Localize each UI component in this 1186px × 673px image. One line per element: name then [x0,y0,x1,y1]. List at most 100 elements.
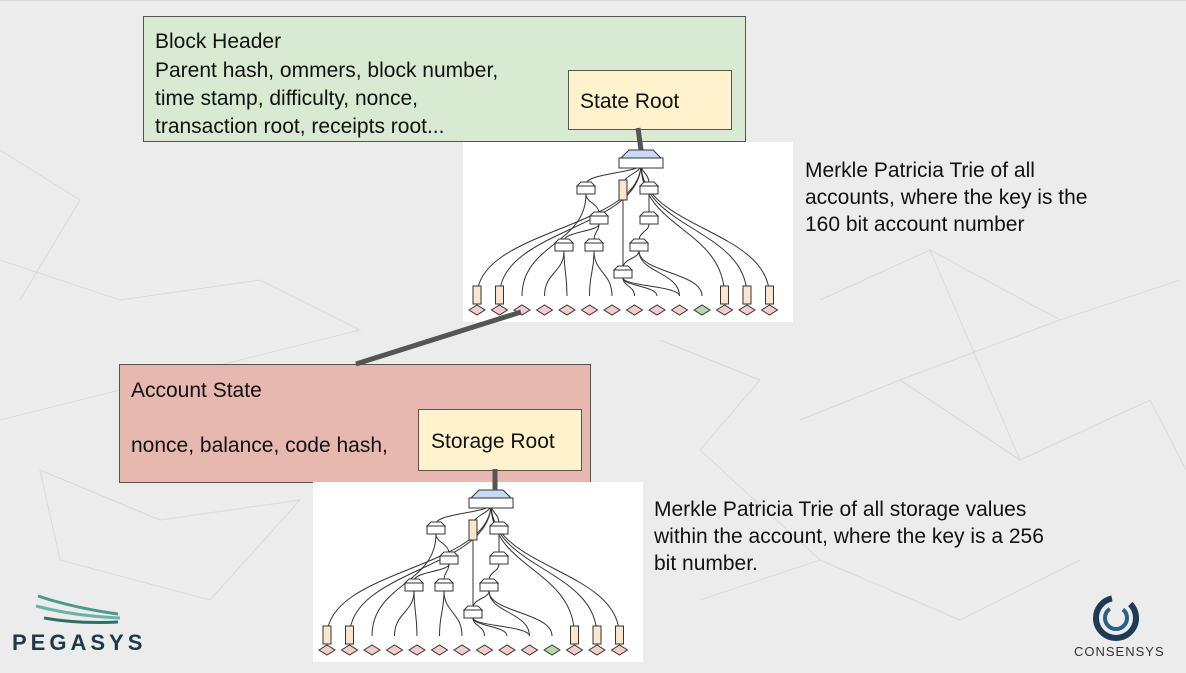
trie-leaf-node [475,644,494,656]
trie-leaf-node [580,304,599,316]
trie-edge [488,590,553,637]
trie-leaf-node [363,644,381,656]
trie-root-node [619,149,663,159]
trie-edge [638,250,703,297]
trie-edge [394,590,415,637]
trie-edge [472,617,530,637]
state-root-box: State Root [568,70,732,130]
storage-root-box: Storage Root [418,409,582,471]
trie-edge [488,563,500,582]
trie-leaf-node [468,304,486,316]
trie-branch-node [433,578,455,584]
trie-branch-node [478,578,500,584]
trie-leaf-node [385,644,404,656]
storage-trie-desc-line3: bit number. [654,552,758,575]
trie-branch-slots [584,242,604,252]
trie-branch-slots [404,582,424,592]
trie-edge [593,250,613,297]
trie-leaf-box [322,625,332,645]
trie-root-slots [618,157,664,169]
pegasys-wordmark: PEGASYS [12,630,147,655]
trie-leaf-node [670,304,689,316]
trie-leaf-node [558,304,576,316]
trie-branch-node [575,181,597,187]
pegasys-logo: PEGASYS [12,590,152,660]
trie-root-slots [468,497,514,509]
trie-leaf-node [340,644,359,656]
trie-branch-slots [613,269,633,279]
trie-leaf-box [765,285,774,305]
trie-extension-node [468,519,478,541]
trie-leaf-node [520,644,539,656]
block-header-title: Block Header [155,30,282,53]
trie-leaf-box [570,625,579,645]
trie-leaf-node [543,644,561,656]
trie-leaf-box [742,285,752,305]
trie-leaf-node [535,304,554,316]
trie-leaf-box [720,285,729,305]
trie-edge [622,250,640,269]
block-header-fields-line1: Parent hash, ommers, block number, [155,59,499,82]
trie-root-node [469,489,513,499]
trie-leaf-node [648,304,666,316]
trie-edge [490,503,620,637]
trie-edge [622,277,658,297]
trie-leaf-box [592,625,602,645]
trie-edge [544,250,565,297]
trie-branch-slots [479,582,499,592]
trie-leaf-node [760,304,779,316]
trie-edge [439,590,445,637]
trie-leaf-box [615,625,624,645]
trie-edge [638,250,680,297]
storage-trie-description: Merkle Patricia Trie of all storage valu… [654,496,1104,577]
trie-edge [435,533,450,555]
trie-edge [563,250,568,297]
storage-trie-desc-line2: within the account, where the key is a 2… [654,525,1044,548]
trie-leaf-box [472,285,482,305]
trie-edge [589,250,595,297]
trie-edge [488,590,530,637]
trie-edge [476,163,642,297]
trie-branch-slots [639,185,659,195]
trie-branch-slots [639,215,659,225]
accounts-trie [463,142,793,322]
trie-edge [585,193,600,215]
trie-edge [521,193,587,297]
accounts-trie-description: Merkle Patricia Trie of all accounts, wh… [805,157,1135,238]
trie-edge [472,590,490,609]
trie-leaf-node [430,644,449,656]
consensys-swirl-icon [1093,595,1139,641]
account-state-fields: nonce, balance, code hash, [131,434,388,457]
trie-branch-slots [554,242,574,252]
accounts-trie-graphic [468,149,779,316]
trie-branch-node [425,521,447,527]
accounts-trie-desc-line1: Merkle Patricia Trie of all [805,159,1035,182]
accounts-trie-desc-line3: 160 bit account number [805,213,1025,236]
trie-edge [472,617,508,637]
storage-root-label: Storage Root [431,430,555,453]
trie-edge [640,163,770,297]
trie-branch-node [588,211,610,217]
trie-branch-slots [426,525,446,535]
trie-branch-node [553,238,575,244]
consensys-logo: CONSENSYS [1068,590,1168,660]
trie-extension-node [618,179,628,201]
trie-leaf-node [513,304,531,316]
trie-leaf-node [588,644,606,656]
trie-branch-slots [576,185,596,195]
trie-branch-slots [489,555,509,565]
state-root-label: State Root [580,90,680,113]
trie-branch-node [438,551,460,557]
trie-branch-node [488,551,510,557]
trie-leaf-node [318,644,336,656]
trie-leaf-box [495,285,504,305]
trie-edge [326,503,492,637]
trie-leaf-node [565,644,584,656]
trie-leaf-node [738,304,756,316]
account-state-title: Account State [131,379,262,402]
trie-branch-node [488,521,510,527]
trie-leaf-node [490,304,509,316]
trie-branch-node [403,578,425,584]
trie-branch-slots [589,215,609,225]
